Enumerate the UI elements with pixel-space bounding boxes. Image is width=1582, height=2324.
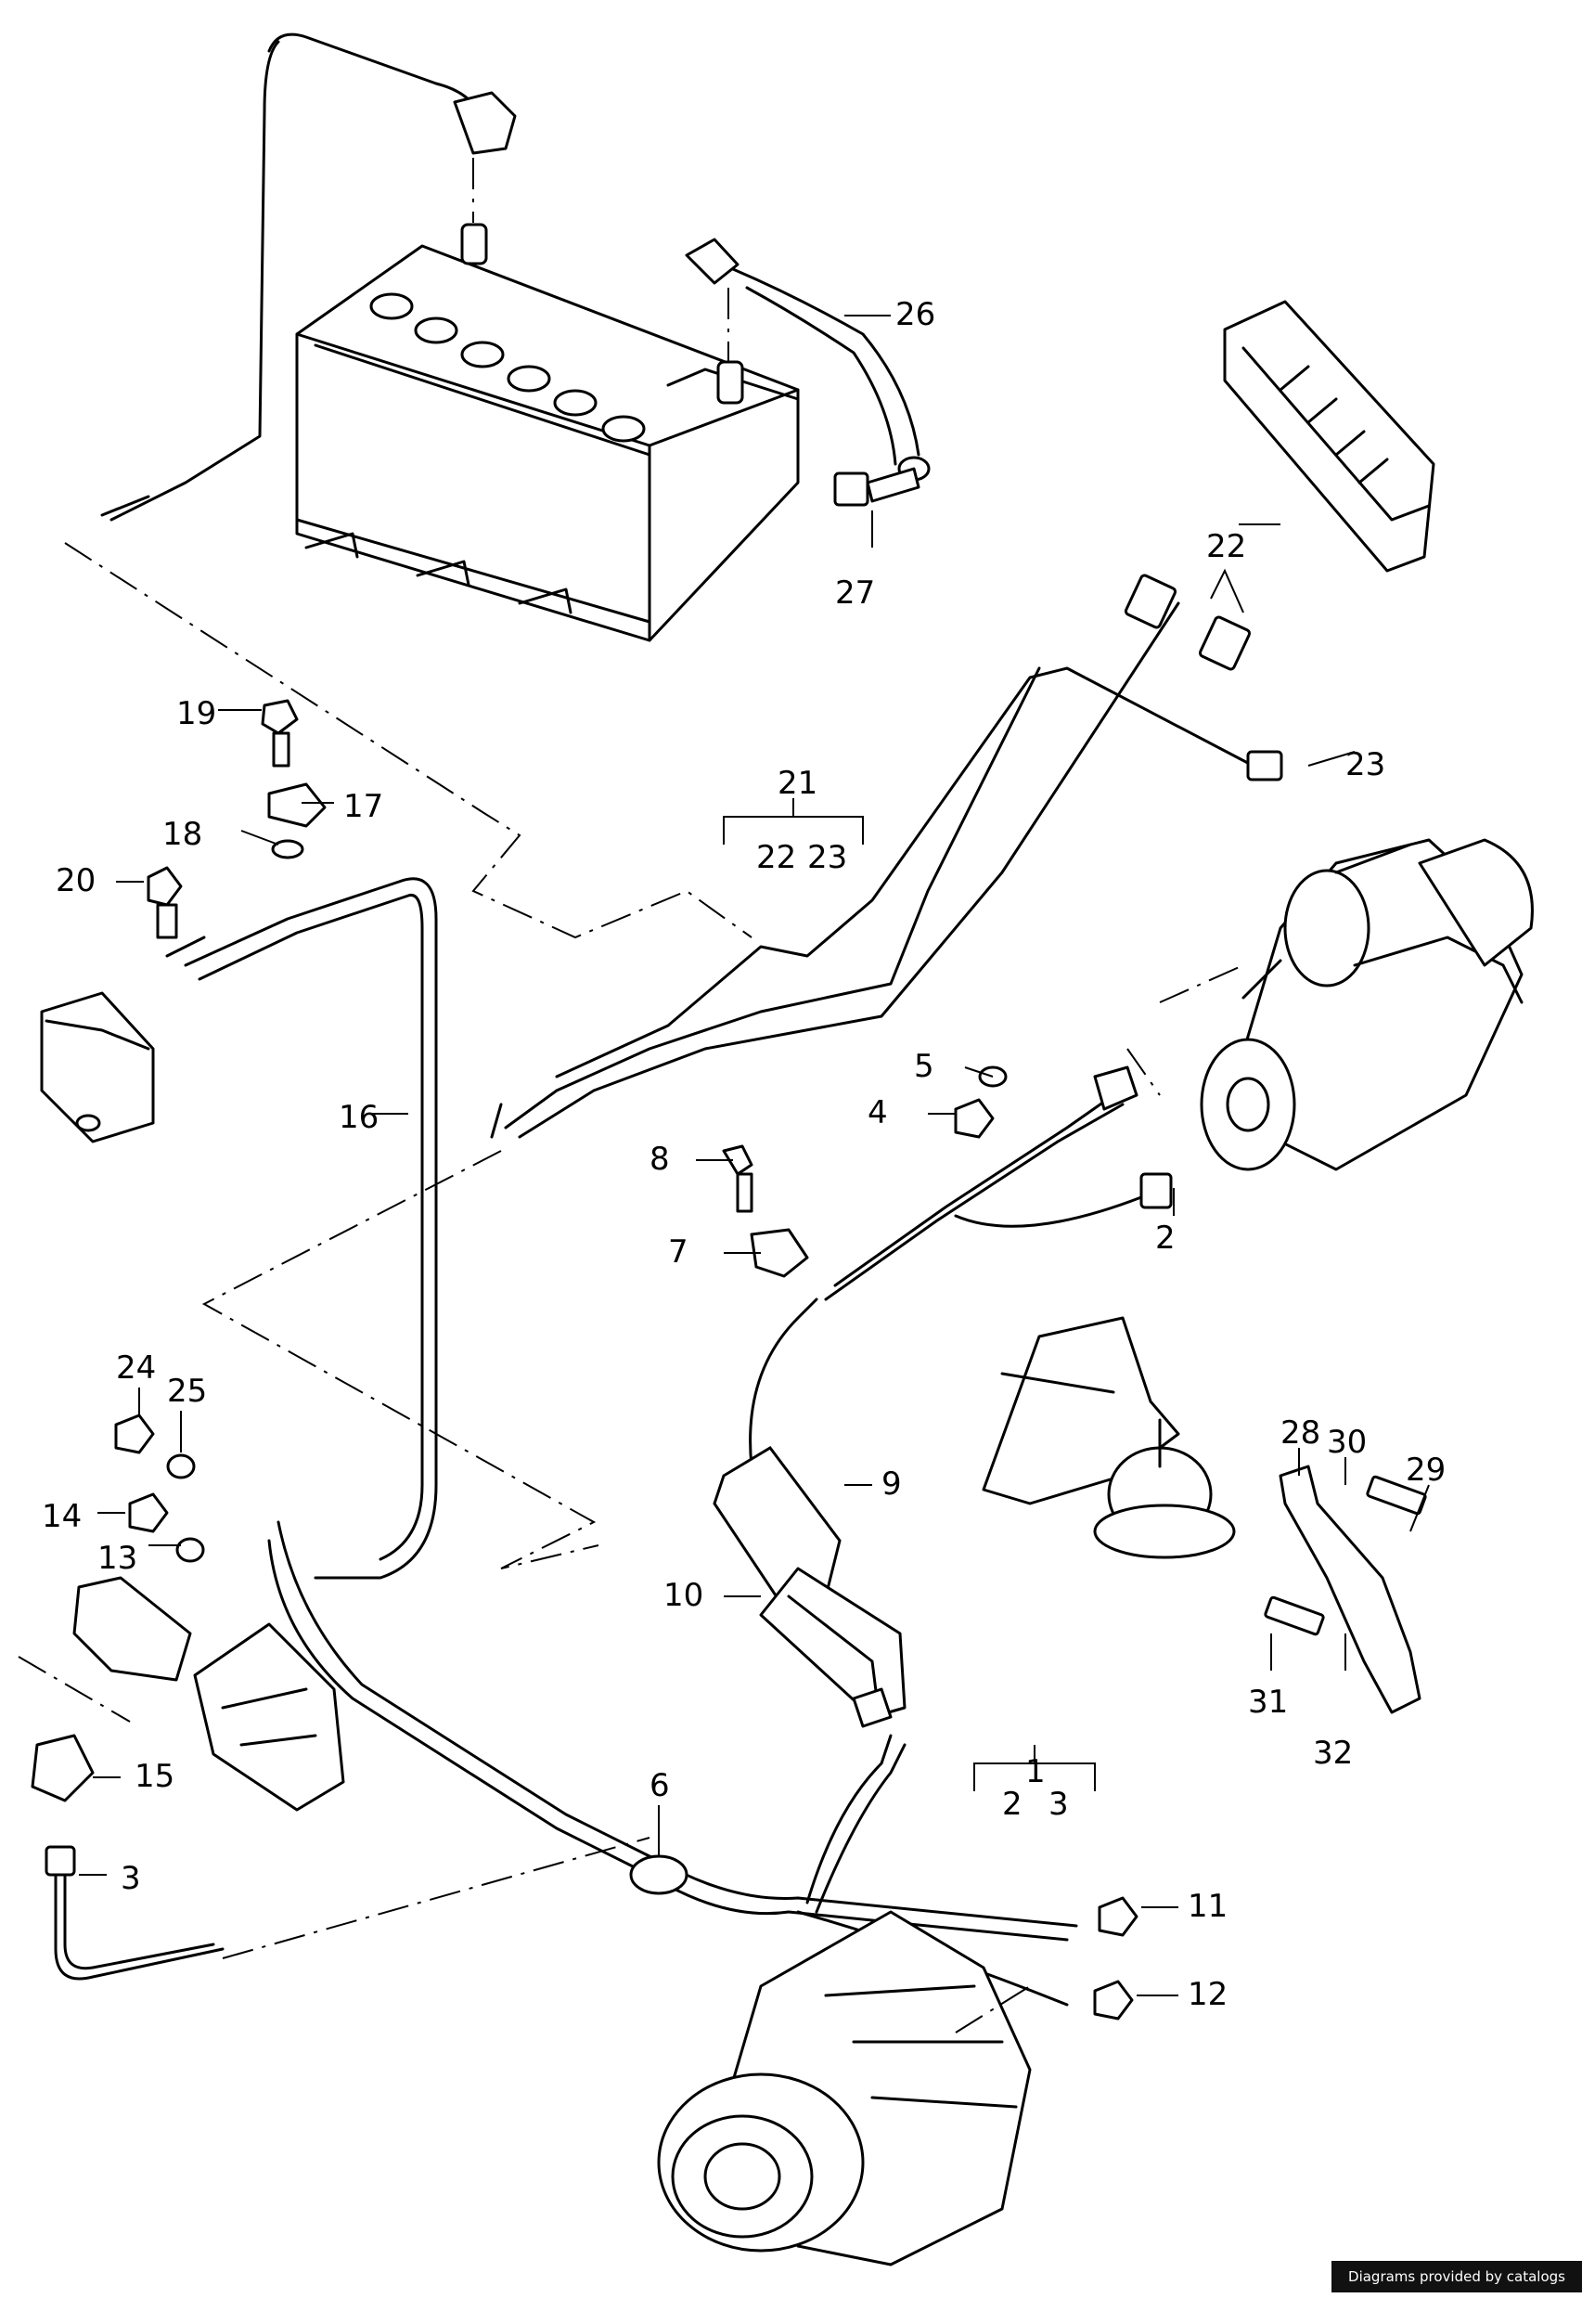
callout-25: 25 [167, 1373, 207, 1410]
callout-22: 22 [1206, 528, 1246, 565]
starter-cable[interactable] [749, 1048, 1173, 1468]
bracket[interactable] [759, 1567, 907, 1728]
callout-11: 11 [1188, 1888, 1228, 1925]
clamp-7[interactable] [750, 1228, 809, 1278]
callout-9: 9 [881, 1465, 902, 1503]
callout-27: 27 [835, 575, 875, 612]
callout-15: 15 [135, 1758, 174, 1795]
ground-strap[interactable] [1264, 1465, 1427, 1714]
grommet[interactable] [713, 1446, 842, 1603]
callout-12: 12 [1188, 1976, 1228, 2013]
clamp-17[interactable] [267, 782, 327, 828]
callout-18: 18 [162, 816, 202, 853]
nut-4[interactable] [954, 1098, 995, 1139]
callout-1-sub-3: 3 [1048, 1786, 1069, 1823]
nut-12[interactable] [1093, 1980, 1134, 2021]
wire-harness[interactable] [490, 574, 1283, 1139]
starter-motor[interactable] [1159, 838, 1534, 1171]
alternator-support[interactable] [40, 991, 155, 1143]
ground-cable-16[interactable] [165, 877, 438, 1580]
callout-30: 30 [1327, 1424, 1367, 1461]
callout-3: 3 [121, 1860, 141, 1897]
alternator[interactable] [657, 1910, 1032, 2266]
callout-26: 26 [895, 296, 935, 333]
callout-21-sub-23: 23 [807, 839, 847, 876]
battery-positive-cable[interactable] [100, 32, 517, 522]
callout-16: 16 [339, 1099, 379, 1136]
callout-10: 10 [663, 1577, 703, 1614]
nut-11[interactable] [1098, 1896, 1138, 1937]
bolt-8[interactable] [722, 1144, 753, 1213]
cable-bracket-lower-left[interactable] [72, 1576, 345, 1812]
callout-1-sub-2: 2 [1002, 1786, 1023, 1823]
callout-1: 1 [1025, 1753, 1046, 1790]
callout-21: 21 [778, 765, 817, 802]
nut-24[interactable] [114, 1414, 155, 1454]
battery-ground-strap[interactable] [685, 238, 931, 507]
callout-31: 31 [1248, 1684, 1288, 1721]
credit-text: Diagrams provided by catalogs parts [1331, 2261, 1582, 2317]
nut-14[interactable] [128, 1492, 169, 1533]
callout-8: 8 [650, 1141, 670, 1178]
engine-mount[interactable] [982, 1316, 1236, 1559]
callout-4: 4 [868, 1094, 888, 1131]
callout-7: 7 [668, 1233, 688, 1271]
callout-6: 6 [650, 1767, 670, 1804]
callout-28: 28 [1280, 1414, 1320, 1452]
washer-18[interactable] [271, 839, 304, 859]
washer-25[interactable] [166, 1453, 196, 1479]
callout-leaders [79, 315, 1430, 1996]
callout-21-sub-22: 22 [756, 839, 796, 876]
relay-box[interactable] [1223, 300, 1435, 573]
bolt-19[interactable] [261, 699, 299, 768]
callout-24: 24 [116, 1349, 156, 1387]
bolt-20[interactable] [147, 866, 183, 939]
callout-2: 2 [1155, 1220, 1176, 1257]
callout-23: 23 [1345, 746, 1385, 783]
battery[interactable] [295, 223, 800, 642]
callout-14: 14 [42, 1498, 82, 1535]
callout-labels: 1 2 2 3 3 4 5 6 7 8 9 10 11 12 13 14 15 … [42, 296, 1446, 2013]
callout-17: 17 [343, 788, 383, 825]
callout-29: 29 [1406, 1452, 1446, 1489]
washer-13[interactable] [175, 1537, 205, 1563]
callout-19: 19 [176, 695, 216, 732]
callout-32: 32 [1313, 1735, 1353, 1772]
clip-15[interactable] [31, 1734, 95, 1802]
callout-13: 13 [97, 1540, 137, 1577]
callout-20: 20 [56, 862, 96, 899]
callout-5: 5 [914, 1048, 934, 1085]
